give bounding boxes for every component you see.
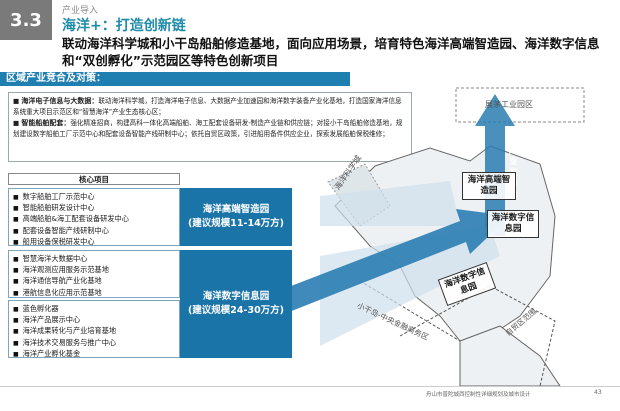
core-projects-title: 核心项目	[8, 173, 180, 185]
strategy-head-2: 智能船舶配套：	[21, 119, 71, 127]
section-bar: 区域产业竞合及对策：	[0, 72, 350, 86]
zhanmao-boundary	[455, 87, 585, 123]
section-number-badge: 3.3	[0, 0, 52, 40]
list-item: 海洋成果转化与产业培育基地	[13, 326, 175, 337]
list-item: 智能船舶研发设计中心	[13, 203, 175, 214]
list-item: 高端船舶&海工配套设备研发中心	[13, 214, 175, 225]
project-group-3: 蓝色孵化器 海洋产品展示中心 海洋成果转化与产业培育基地 海洋技术交易服务与推广…	[8, 300, 180, 358]
park-box-digital: 海洋数字信息园 (建议规模24-30万方)	[180, 250, 292, 358]
strategy-body-2: 强化精准招商，构建高科一体化高端船舶、海工配套设备研发-制造产业链和供应链；对接…	[13, 119, 403, 138]
industry-axis-arrow	[475, 94, 515, 236]
page-number: 43	[594, 389, 602, 396]
list-item: 蓝色孵化器	[13, 304, 175, 315]
page-subtitle: 联动海洋科学城和小干岛船舶修造基地，面向应用场景，培育特色海洋高端智造园、海洋数…	[62, 36, 600, 68]
list-item: 海洋技术交易服务与推广中心	[13, 338, 175, 349]
list-item: 船用设备保税研发中心	[13, 237, 175, 248]
footer-divider	[0, 386, 620, 387]
list-item: 海洋通信导航产业化基地	[13, 276, 175, 287]
list-item: 海洋产品展示中心	[13, 315, 175, 326]
list-item: 数字船舶工厂示范中心	[13, 192, 175, 203]
section-tag: 产业导入	[62, 6, 99, 16]
map-illustration	[200, 87, 585, 386]
park-name-zhizao: 海洋高端智造园	[202, 204, 270, 215]
strategy-para-1: ■ 海洋电子信息与大数据：联动海洋科学城，打造海洋电子信息、大数据产业加速园和海…	[13, 97, 402, 116]
park-name-digital: 海洋数字信息园	[202, 291, 270, 302]
south-landmass	[459, 325, 561, 386]
light-ray-digital	[320, 226, 500, 346]
park-scale-digital: (建议规模24-30万方)	[187, 305, 285, 316]
xiaogan-line	[359, 280, 461, 342]
list-item: 海洋产业孵化基金	[13, 349, 175, 360]
project-group-2: 智慧海洋大数据中心 海洋观测应用服务示范基地 海洋通信导航产业化基地 港航信息化…	[8, 250, 180, 298]
page-title: 海洋+：打造创新链	[62, 18, 186, 34]
strategy-description-box: ■ 海洋电子信息与大数据：联动海洋科学城，打造海洋电子信息、大数据产业加速园和海…	[8, 92, 412, 162]
list-item: 配套设备智能产线研制中心	[13, 226, 175, 237]
list-item: 海洋观测应用服务示范基地	[13, 265, 175, 276]
map-tag-digital: 海洋数字信息园	[487, 210, 539, 238]
strategy-para-2: ■ 智能船舶配套：强化精准招商，构建高科一体化高端船舶、海工配套设备研发-制造产…	[13, 119, 403, 138]
project-group-1: 数字船舶工厂示范中心 智能船舶研发设计中心 高端船舶&海工配套设备研发中心 配套…	[8, 188, 180, 246]
strategy-body-1: 联动海洋科学城，打造海洋电子信息、大数据产业加速园和海洋数字装备产业化基地，打造…	[13, 97, 402, 116]
light-ray-zhizao	[320, 181, 460, 226]
footer-text: 舟山市普陀城西控制性详细规划及城市设计	[426, 392, 531, 398]
map-tag-zhizao: 海洋高端智造园	[462, 172, 516, 200]
park-scale-zhizao: (建议规模11-14万方)	[187, 218, 285, 229]
list-item: 港航信息化应用示范基地	[13, 288, 175, 299]
zhanmao-label: 展茅工业园区	[485, 100, 533, 109]
ftz-boundary	[399, 285, 556, 386]
list-item: 智慧海洋大数据中心	[13, 254, 175, 265]
park-box-zhizao: 海洋高端智造园 (建议规模11-14万方)	[180, 188, 292, 246]
strategy-head-1: 海洋电子信息与大数据：	[21, 97, 99, 105]
